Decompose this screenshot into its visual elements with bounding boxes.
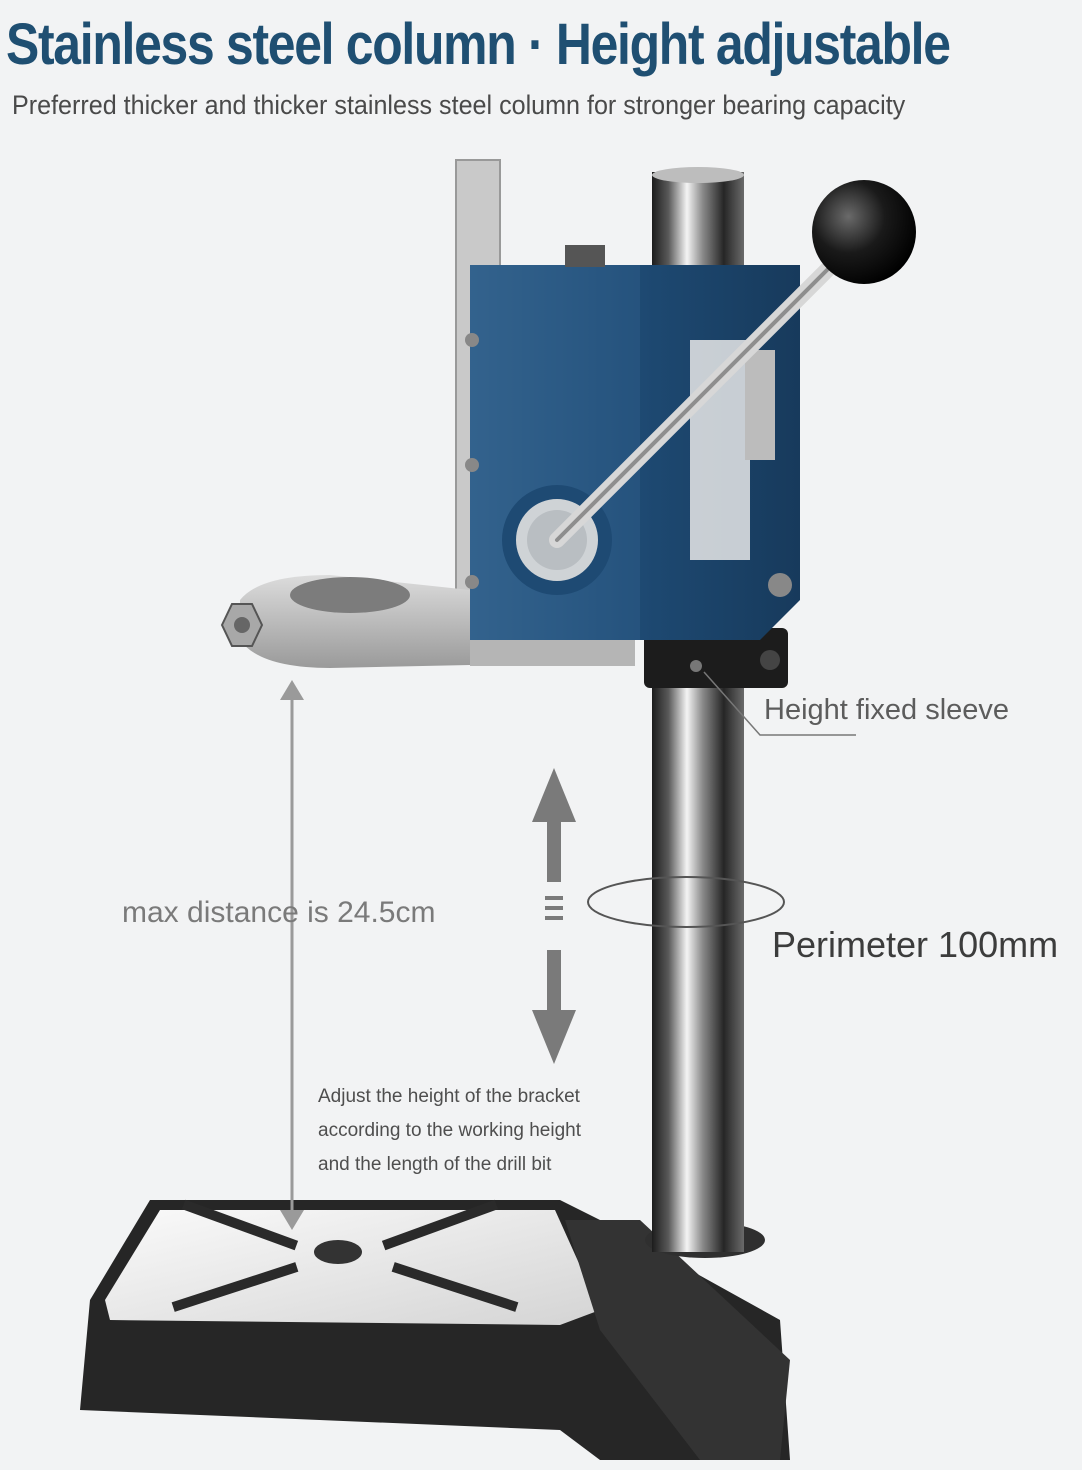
callout-perimeter: Perimeter 100mm — [772, 924, 1059, 965]
drill-clamp-ring — [220, 575, 470, 668]
headline-subtitle: Preferred thicker and thicker stainless … — [12, 90, 906, 120]
adjust-height-arrow — [532, 768, 576, 1064]
sleeve-leader-line — [703, 671, 856, 736]
callout-height-sleeve: Height fixed sleeve — [764, 694, 1010, 726]
adjust-note-line: Adjust the height of the bracket — [318, 1086, 580, 1107]
feed-handle — [502, 180, 916, 595]
adjust-note-line: according to the working height — [318, 1120, 581, 1141]
headline-title: Stainless steel column · Height adjustab… — [6, 12, 951, 77]
adjust-note: Adjust the height of the bracket accordi… — [318, 1080, 648, 1182]
max-distance-arrow — [280, 680, 304, 1230]
callout-max-distance: max distance is 24.5cm — [122, 896, 436, 929]
height-fixed-sleeve — [644, 628, 788, 688]
perimeter-ring — [587, 876, 785, 928]
adjust-note-line: and the length of the drill bit — [318, 1154, 552, 1175]
carriage-bracket — [455, 159, 800, 666]
